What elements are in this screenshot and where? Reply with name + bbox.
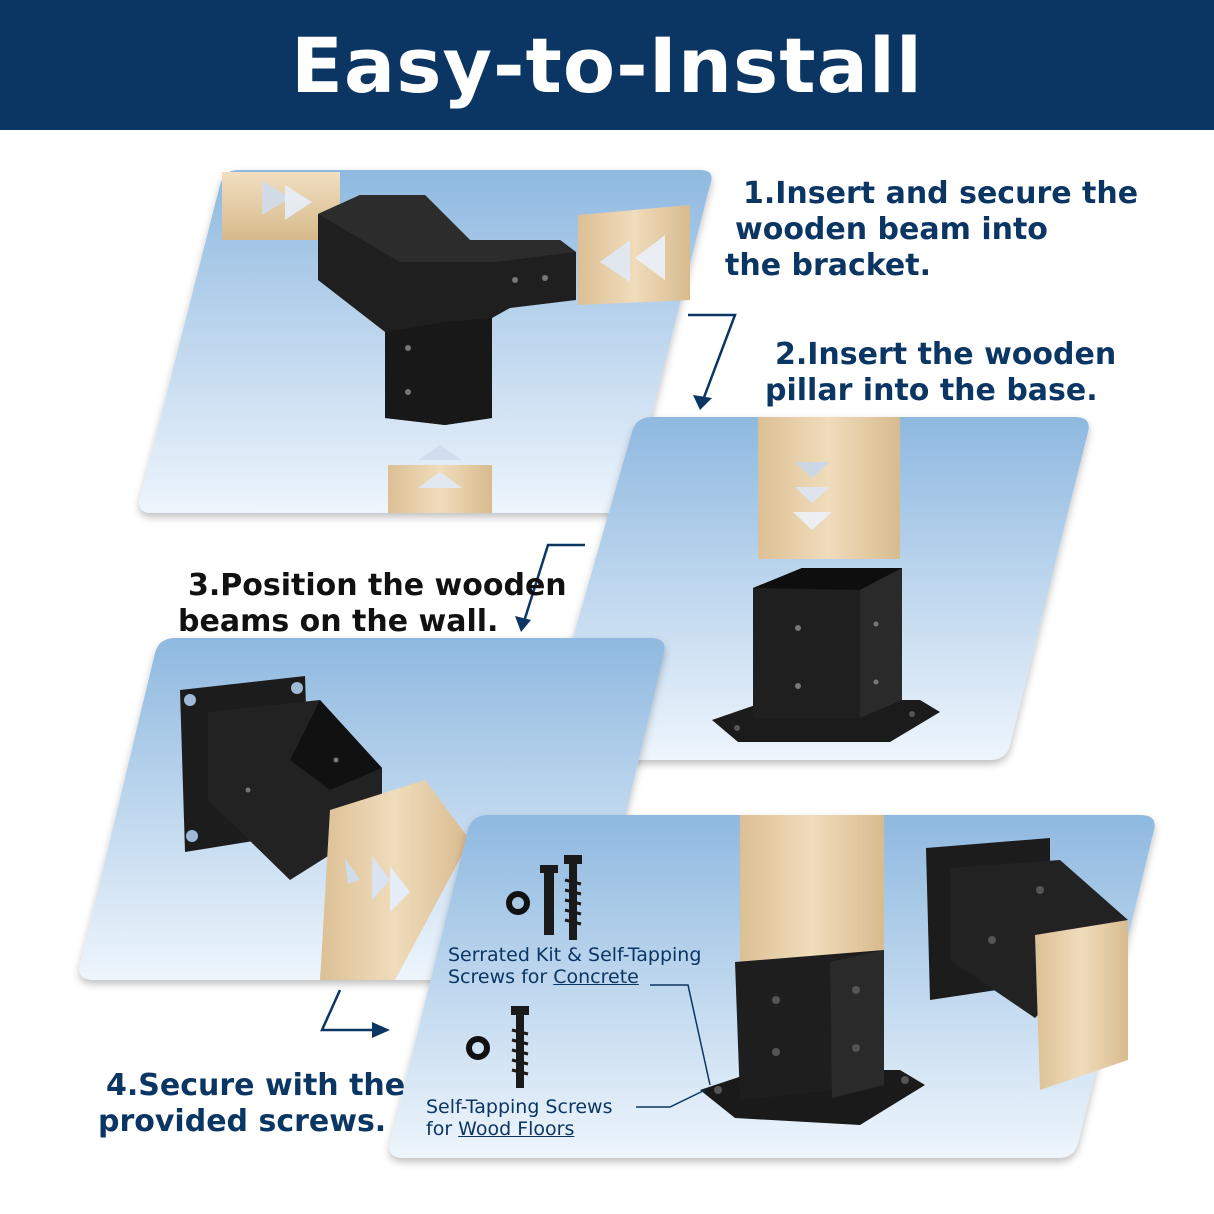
- installed-post: [700, 815, 925, 1125]
- wood-beam-top-left: [222, 172, 340, 240]
- wood-pillar-bottom: [388, 445, 492, 513]
- step-3-text: 3.Position the wooden beams on the wall.: [178, 568, 567, 640]
- leader-line-concrete: [650, 984, 711, 1086]
- arrow-head-1: [693, 395, 712, 410]
- concrete-screws: [506, 855, 582, 940]
- step-2-line-1: 2.Insert the wooden: [775, 337, 1117, 372]
- post-base-bracket: [712, 568, 940, 742]
- three-way-bracket: [318, 195, 576, 425]
- concrete-screws-label: Serrated Kit & Self-Tapping Screws for C…: [448, 944, 701, 988]
- panel-step-4: [389, 815, 1155, 1158]
- panel-step-1: [139, 170, 712, 513]
- wood-beam-wall: [320, 780, 470, 980]
- step-4-text: 4.Secure with the provided screws.: [98, 1068, 405, 1140]
- step-2-text: 2.Insert the wooden pillar into the base…: [765, 337, 1116, 409]
- step-3-line-1: 3.Position the wooden: [188, 568, 567, 603]
- concrete-label-prefix: Screws for: [448, 966, 554, 988]
- arrow-head-2: [515, 616, 531, 632]
- step-1-line-2: wooden beam into: [735, 212, 1048, 247]
- page-title: Easy-to-Install: [291, 20, 923, 110]
- wood-label-underlined: Wood Floors: [458, 1118, 575, 1140]
- wood-label-prefix: for: [426, 1118, 459, 1140]
- wood-label-line-1: Self-Tapping Screws: [426, 1096, 613, 1118]
- step-1-text: 1.Insert and secure the wooden beam into…: [725, 176, 1138, 284]
- step-4-line-1: 4.Secure with the: [106, 1068, 406, 1103]
- header-banner: Easy-to-Install: [0, 0, 1214, 130]
- wood-beam-right: [578, 205, 690, 305]
- wood-screws: [466, 1006, 529, 1088]
- concrete-label-underlined: Concrete: [553, 966, 639, 988]
- leader-line-wood: [636, 1089, 706, 1108]
- concrete-label-line-1: Serrated Kit & Self-Tapping: [448, 944, 702, 966]
- wood-pillar: [758, 417, 900, 559]
- step-2-line-2: pillar into the base.: [765, 373, 1098, 408]
- concrete-label-line-2: Screws for Concrete: [448, 966, 701, 988]
- arrow-step-1-to-2: [688, 313, 737, 409]
- step-1-line-1: 1.Insert and secure the: [743, 176, 1139, 211]
- arrow-step-3-to-4: [320, 989, 385, 1032]
- installed-wall-mount: [926, 838, 1128, 1090]
- arrow-head-3: [372, 1022, 390, 1038]
- panel-step-2: [541, 417, 1089, 760]
- step-4-line-2: provided screws.: [98, 1104, 387, 1139]
- wood-screws-label: Self-Tapping Screws for Wood Floors: [426, 1096, 612, 1140]
- wood-label-line-2: for Wood Floors: [426, 1118, 612, 1140]
- step-1-line-3: the bracket.: [725, 248, 932, 283]
- step-3-line-2: beams on the wall.: [178, 604, 499, 639]
- arrow-step-2-to-3: [520, 543, 585, 629]
